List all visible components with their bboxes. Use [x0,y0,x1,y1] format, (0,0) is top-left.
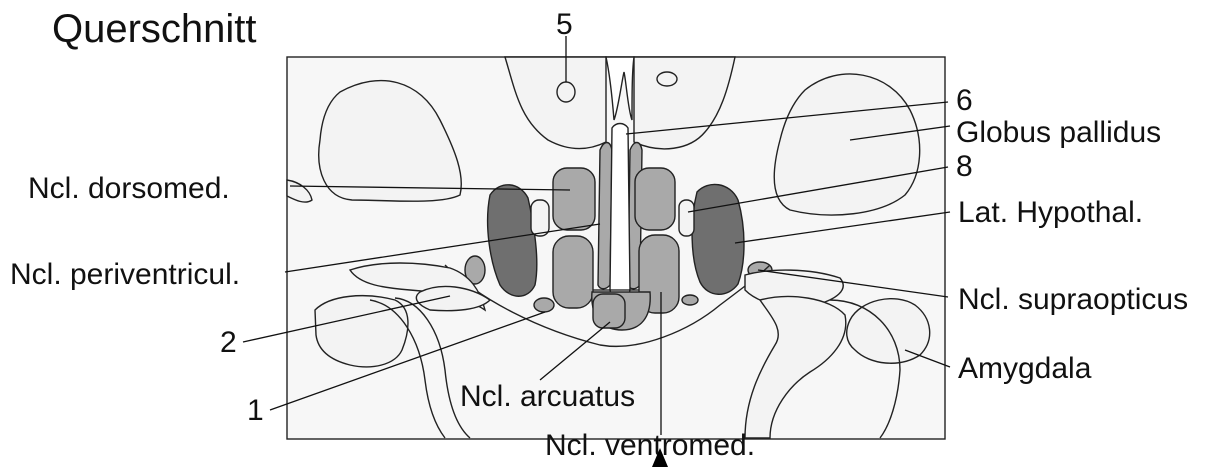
label-8: 8 [956,150,973,183]
ncl-ventromedial-left [553,236,593,308]
ncl-dorsomedial-right [635,168,675,230]
label-ncl-periventricul: Ncl. periventricul. [10,258,240,291]
label-globus-pallidus: Globus pallidus [956,116,1161,149]
label-6: 6 [956,84,973,117]
structure-8-right [679,200,694,236]
small-nucleus-left-b [534,298,554,312]
label-ncl-dorsomed: Ncl. dorsomed. [28,172,230,205]
label-5: 5 [556,8,573,41]
diagram-title: Querschnitt [52,7,257,51]
label-lat-hypothal: Lat. Hypothal. [958,196,1143,229]
structure-8-left [531,200,549,236]
label-ncl-arcuatus: Ncl. arcuatus [460,380,635,413]
structure-5-right [657,72,677,86]
lat-hypothalamus-right [692,184,744,294]
label-ncl-ventromed: Ncl. ventromed. [545,429,755,462]
label-ncl-supraopticus: Ncl. supraopticus [958,283,1188,316]
label-1: 1 [247,394,264,427]
small-nucleus-right-b [682,295,698,305]
temporal-lobe-left [315,296,408,367]
label-amygdala: Amygdala [958,352,1092,385]
third-ventricle [610,124,630,306]
structure-5-left [557,82,575,102]
ncl-dorsomedial-left [553,168,595,230]
label-2: 2 [220,326,237,359]
